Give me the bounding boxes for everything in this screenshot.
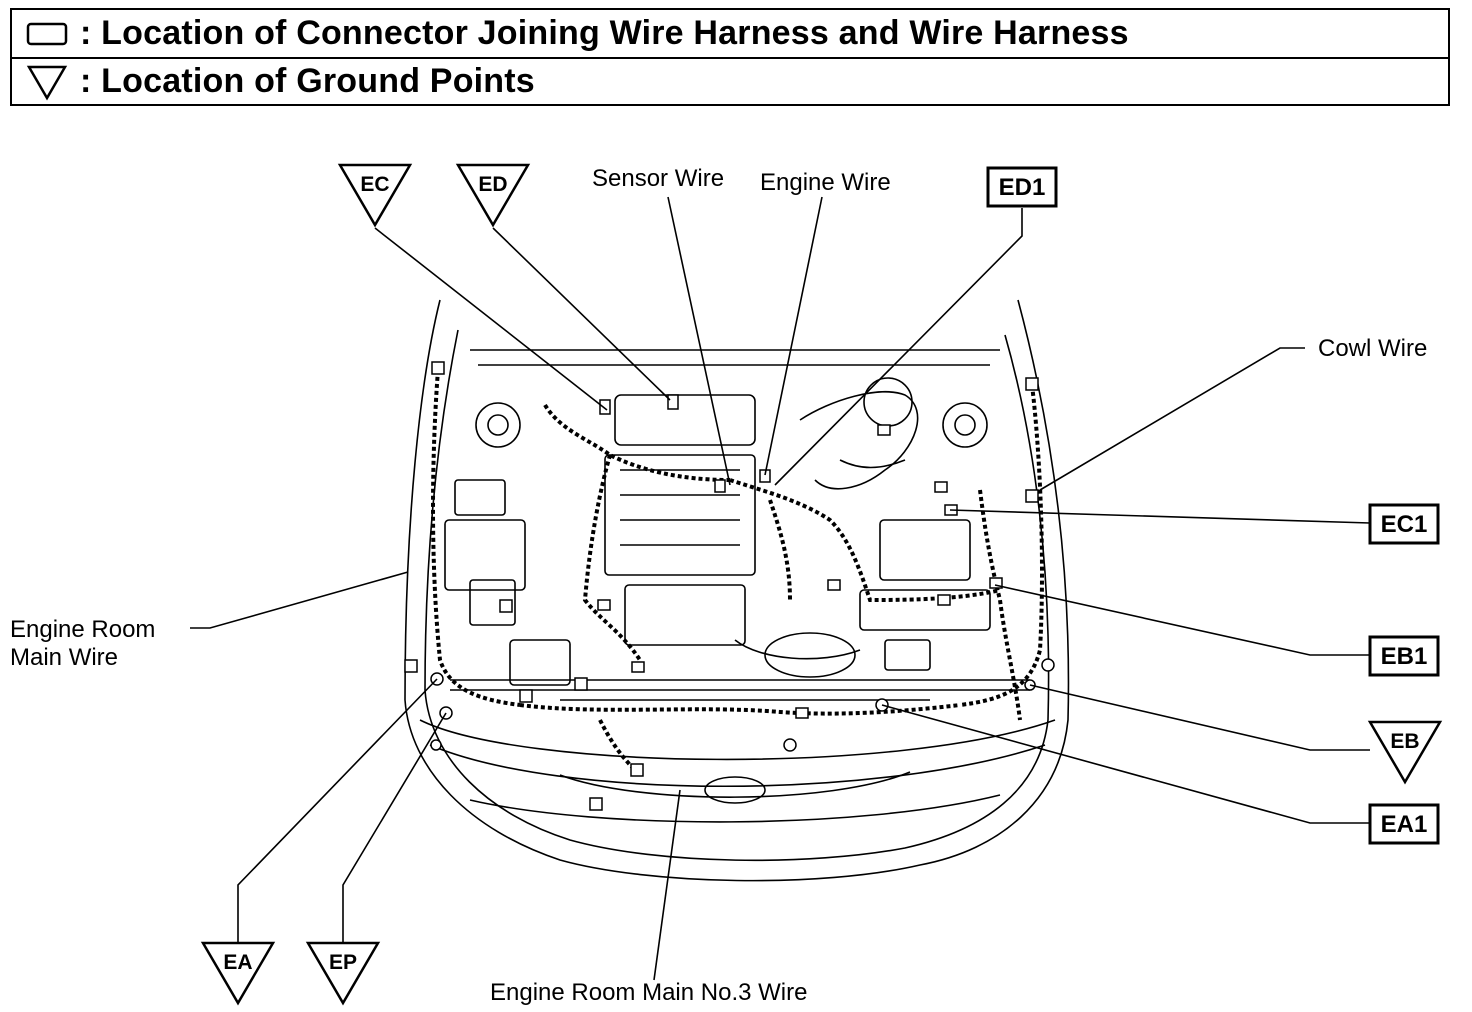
ground-triangle-icon (337, 163, 413, 228)
legend-connector-row: : Location of Connector Joining Wire Har… (12, 10, 1448, 59)
cowl-wire-label: Cowl Wire (1318, 335, 1427, 362)
connector-box-icon (26, 22, 68, 45)
ground-triangle-icon (455, 163, 531, 228)
engine-wire-label: Engine Wire (760, 169, 891, 196)
connector-box-icon (986, 166, 1058, 208)
engine-room-main-wire-label-line1: Engine Room (10, 616, 155, 643)
leader-lines (190, 196, 1371, 981)
ground-eb-marker: EB (1367, 720, 1443, 785)
legend-box: : Location of Connector Joining Wire Har… (10, 8, 1450, 106)
ground-ep-marker: EP (305, 941, 381, 1006)
connector-ec1-label: EC1 (1381, 511, 1428, 538)
ground-ec-marker: EC (337, 163, 413, 228)
connector-ed1-marker: ED1 (986, 166, 1058, 208)
connector-ea1-label: EA1 (1381, 811, 1428, 838)
connector-ea1-marker: EA1 (1368, 803, 1440, 845)
ground-ep-label: EP (329, 951, 357, 974)
ground-ed-label: ED (478, 173, 507, 196)
connector-ed1-label: ED1 (999, 174, 1046, 201)
connector-box-icon (1368, 503, 1440, 545)
ground-ed-marker: ED (455, 163, 531, 228)
ground-ea-label: EA (223, 951, 252, 974)
ground-triangle-icon (26, 65, 68, 100)
engine-room-main-wire-label-line2: Main Wire (10, 644, 118, 671)
engine-room-main-no3-wire-label: Engine Room Main No.3 Wire (490, 979, 807, 1006)
connector-box-icon (1368, 635, 1440, 677)
vehicle-outline (404, 299, 1070, 882)
ground-triangle-icon (1367, 720, 1443, 785)
ground-triangle-icon (305, 941, 381, 1006)
connector-ec1-marker: EC1 (1368, 503, 1440, 545)
ground-eb-label: EB (1390, 730, 1419, 753)
connector-box-icon (1368, 803, 1440, 845)
ground-ea-marker: EA (200, 941, 276, 1006)
ground-triangle-icon (200, 941, 276, 1006)
legend-ground-row: : Location of Ground Points (12, 58, 1448, 105)
legend-connector-text: : Location of Connector Joining Wire Har… (80, 14, 1129, 52)
wire-harness-paths (431, 369, 1044, 772)
connector-eb1-marker: EB1 (1368, 635, 1440, 677)
legend-ground-text: : Location of Ground Points (80, 62, 535, 100)
ground-ec-label: EC (360, 173, 389, 196)
sensor-wire-label: Sensor Wire (592, 165, 724, 192)
connector-eb1-label: EB1 (1381, 643, 1428, 670)
harness-connectors (404, 361, 1055, 811)
